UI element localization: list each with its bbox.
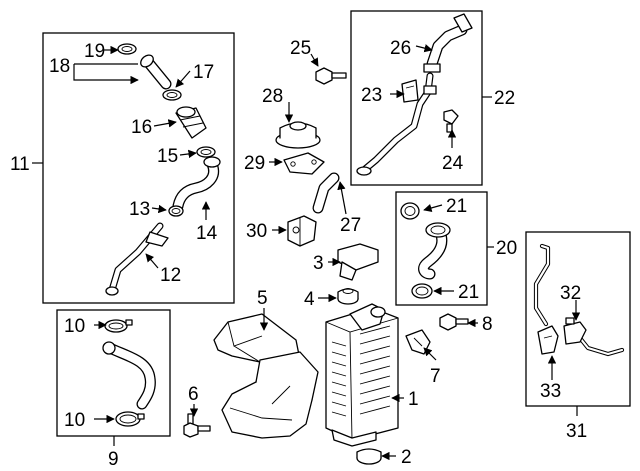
callout-32: 32 [560,283,581,304]
bracket-29 [283,152,325,175]
hose-14 [172,156,221,212]
callout-10-top: 10 [64,316,85,337]
callout-5: 5 [257,288,268,309]
callout-20: 20 [496,238,517,259]
hose-9 [102,341,156,410]
cap-2 [356,448,382,465]
bolt-6 [183,413,211,438]
hose-26 [423,13,473,73]
callout-28: 28 [262,86,283,107]
callout-3: 3 [313,253,324,274]
air-duct-5 [213,313,319,439]
callout-30: 30 [246,221,267,242]
callout-7: 7 [430,366,441,387]
callout-23: 23 [361,85,382,106]
bolt-25 [315,67,347,85]
callout-31: 31 [566,421,587,442]
bracket-33 [537,325,559,355]
connector-32 [563,317,587,345]
callout-16: 16 [131,117,152,138]
callout-19: 19 [84,41,105,62]
callout-22: 22 [494,88,515,109]
clamp-21-bottom [411,283,433,299]
clamp-13 [168,205,184,217]
callout-12: 12 [160,265,181,286]
clamp-15 [196,146,216,158]
callout-15: 15 [157,146,178,167]
callout-18: 18 [49,56,70,77]
callout-4: 4 [304,289,315,310]
clamp-21-top [400,202,420,220]
group-box-31 [525,231,631,407]
bracket-30 [287,215,317,247]
callout-27: 27 [340,215,361,236]
valve-16 [175,106,207,139]
callout-33: 33 [540,381,561,402]
mount-28 [275,121,321,149]
intercooler-1 [325,303,399,447]
callout-29: 29 [244,153,265,174]
callout-1: 1 [408,389,419,410]
callout-13: 13 [129,199,150,220]
group-box-11 [42,32,235,304]
callout-21-top: 21 [446,196,467,217]
callout-6: 6 [188,384,199,405]
clamp-10-bottom [115,411,145,427]
clamp-17 [162,89,182,101]
group-box-20 [395,191,488,306]
bolt-8 [439,313,469,331]
clip-23 [401,79,419,103]
pipe-22 [356,72,437,176]
bolt-24 [443,109,459,133]
callout-9: 9 [108,449,119,470]
clamp-19 [117,43,137,55]
callout-26: 26 [390,38,411,59]
hose-18 [140,54,172,90]
callout-21-bottom: 21 [458,282,479,303]
callout-24: 24 [442,153,464,174]
clamp-10-top [104,319,133,333]
callout-17: 17 [193,62,214,83]
group-box-22 [350,10,483,186]
callout-14: 14 [196,223,218,244]
callout-25: 25 [290,38,311,59]
bracket-3 [337,243,379,281]
callout-11: 11 [10,154,30,175]
pipe-12 [105,222,169,296]
wire-31 [533,243,625,357]
callout-2: 2 [401,447,412,468]
hose-20 [418,222,451,280]
hose-27 [312,172,340,214]
grommet-4 [337,288,359,305]
callout-10-bottom: 10 [64,410,85,431]
callout-8: 8 [482,314,493,335]
leader-lines [32,44,581,461]
